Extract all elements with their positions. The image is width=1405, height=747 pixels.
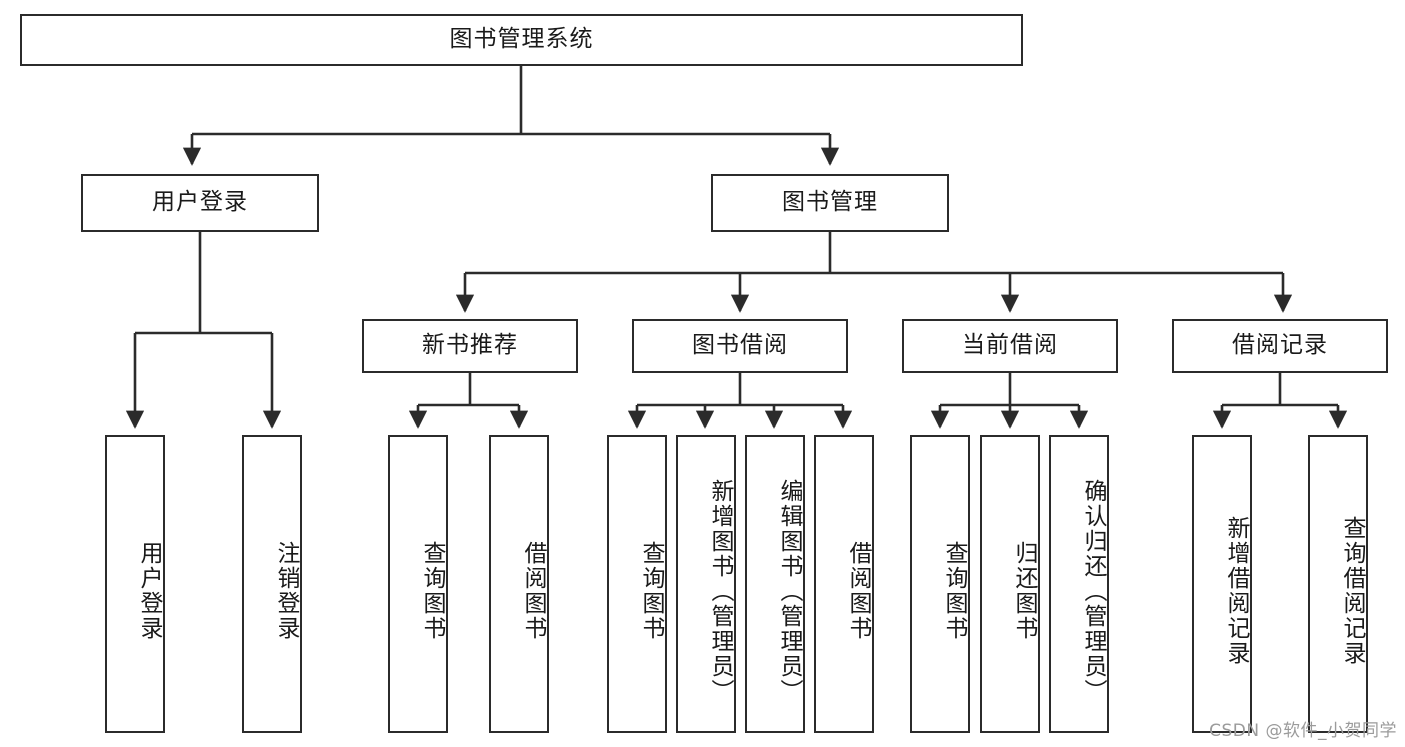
node-label: 确认归还（管理员） <box>1080 478 1106 704</box>
node-leaf-logout[interactable]: 注销登录 <box>242 435 302 733</box>
node-leaf-user-login[interactable]: 用户登录 <box>105 435 165 733</box>
watermark: CSDN @软件_小贺同学 <box>1209 721 1397 741</box>
node-label: 用户登录 <box>152 189 248 216</box>
node-label: 图书管理系统 <box>449 26 594 53</box>
node-leaf-query-book-current[interactable]: 查询图书 <box>910 435 970 733</box>
node-label: 图书借阅 <box>692 332 788 359</box>
node-leaf-query-borrow-record[interactable]: 查询借阅记录 <box>1308 435 1368 733</box>
node-label: 借阅图书 <box>845 541 871 641</box>
node-book-borrow[interactable]: 图书借阅 <box>632 319 848 373</box>
node-label: 查询图书 <box>941 541 967 641</box>
node-label: 借阅图书 <box>520 541 546 641</box>
node-user-login[interactable]: 用户登录 <box>81 174 319 232</box>
node-leaf-query-book-borrow[interactable]: 查询图书 <box>607 435 667 733</box>
node-label: 查询借阅记录 <box>1339 516 1365 666</box>
node-leaf-add-book-admin[interactable]: 新增图书（管理员） <box>676 435 736 733</box>
node-leaf-borrow-book[interactable]: 借阅图书 <box>814 435 874 733</box>
node-label: 编辑图书（管理员） <box>776 478 802 704</box>
node-label: 注销登录 <box>273 541 299 641</box>
node-label: 用户登录 <box>136 541 162 641</box>
node-label: 新增图书（管理员） <box>707 478 733 704</box>
node-leaf-return-book[interactable]: 归还图书 <box>980 435 1040 733</box>
node-new-book-recommend[interactable]: 新书推荐 <box>362 319 578 373</box>
node-leaf-query-book-recommend[interactable]: 查询图书 <box>388 435 448 733</box>
node-book-management[interactable]: 图书管理 <box>711 174 949 232</box>
node-label: 当前借阅 <box>962 332 1058 359</box>
node-borrow-record[interactable]: 借阅记录 <box>1172 319 1388 373</box>
node-leaf-add-borrow-record[interactable]: 新增借阅记录 <box>1192 435 1252 733</box>
node-label: 新书推荐 <box>422 332 518 359</box>
node-label: 查询图书 <box>638 541 664 641</box>
node-leaf-confirm-return-admin[interactable]: 确认归还（管理员） <box>1049 435 1109 733</box>
node-label: 归还图书 <box>1011 541 1037 641</box>
node-leaf-edit-book-admin[interactable]: 编辑图书（管理员） <box>745 435 805 733</box>
node-label: 新增借阅记录 <box>1223 516 1249 666</box>
node-root-system[interactable]: 图书管理系统 <box>20 14 1023 66</box>
node-label: 借阅记录 <box>1232 332 1328 359</box>
node-label: 查询图书 <box>419 541 445 641</box>
node-label: 图书管理 <box>782 189 878 216</box>
node-leaf-borrow-book-recommend[interactable]: 借阅图书 <box>489 435 549 733</box>
node-current-borrow[interactable]: 当前借阅 <box>902 319 1118 373</box>
